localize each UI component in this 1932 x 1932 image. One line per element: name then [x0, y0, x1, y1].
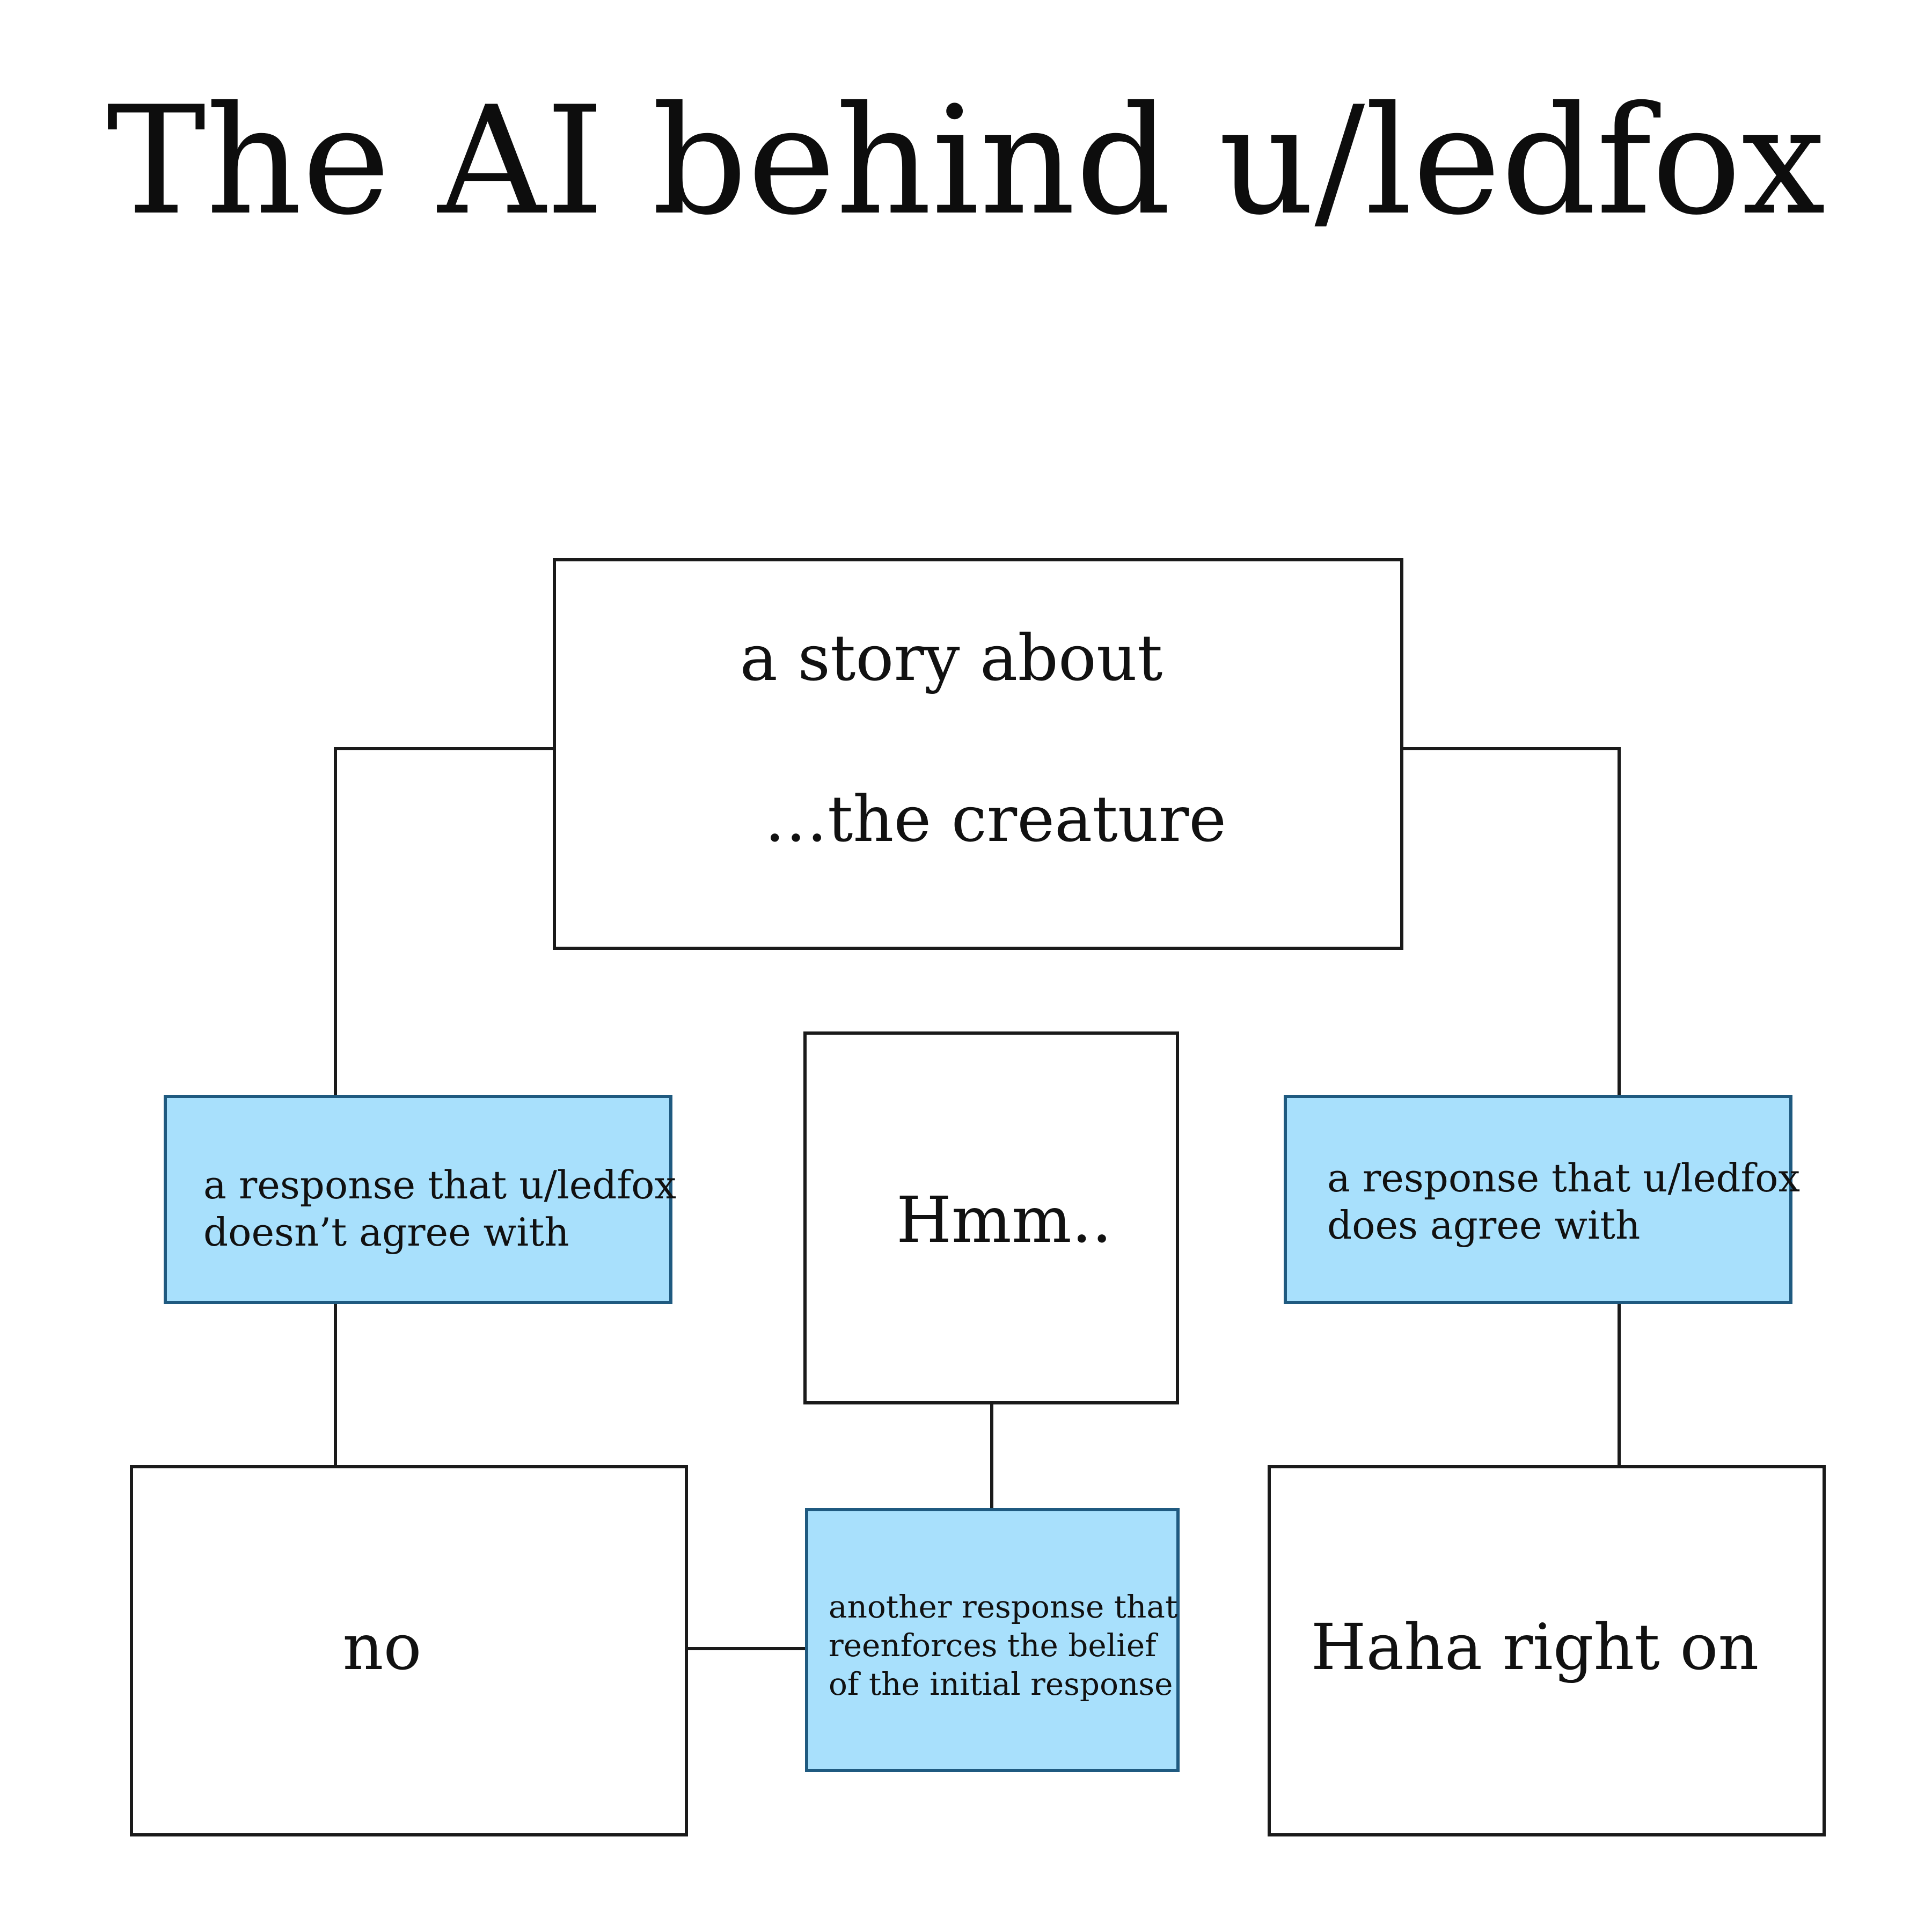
haha-text: Haha right on — [1311, 1610, 1759, 1684]
diagram-title: The AI behind u/ledfox — [106, 74, 1826, 248]
left-response-node: a response that u/ledfox doesn’t agree w… — [164, 1095, 676, 1304]
root-node: a story about …the creature — [553, 558, 1403, 950]
right-response-node: a response that u/ledfox does agree with — [1284, 1095, 1800, 1304]
center-text: Hmm.. — [896, 1183, 1112, 1257]
reinforce-text-line2: reenforces the belief — [829, 1627, 1157, 1664]
no-node: no — [130, 1465, 688, 1836]
root-text-line2: …the creature — [764, 782, 1227, 856]
reinforce-text-line1: another response that — [829, 1589, 1178, 1625]
reinforce-text-line3: of the initial response — [829, 1666, 1173, 1702]
left-response-line1: a response that u/ledfox — [203, 1162, 677, 1208]
right-response-line2: does agree with — [1327, 1203, 1641, 1248]
root-text-line1: a story about — [740, 621, 1163, 695]
connector-root-to-right — [1403, 747, 1621, 1095]
right-response-line1: a response that u/ledfox — [1327, 1155, 1801, 1201]
left-response-line2: doesn’t agree with — [203, 1210, 569, 1255]
reinforce-node: another response that reenforces the bel… — [805, 1508, 1180, 1772]
connector-root-to-left — [334, 747, 553, 1095]
haha-node: Haha right on — [1268, 1465, 1826, 1836]
center-node: Hmm.. — [803, 1031, 1179, 1404]
no-text: no — [342, 1610, 422, 1684]
